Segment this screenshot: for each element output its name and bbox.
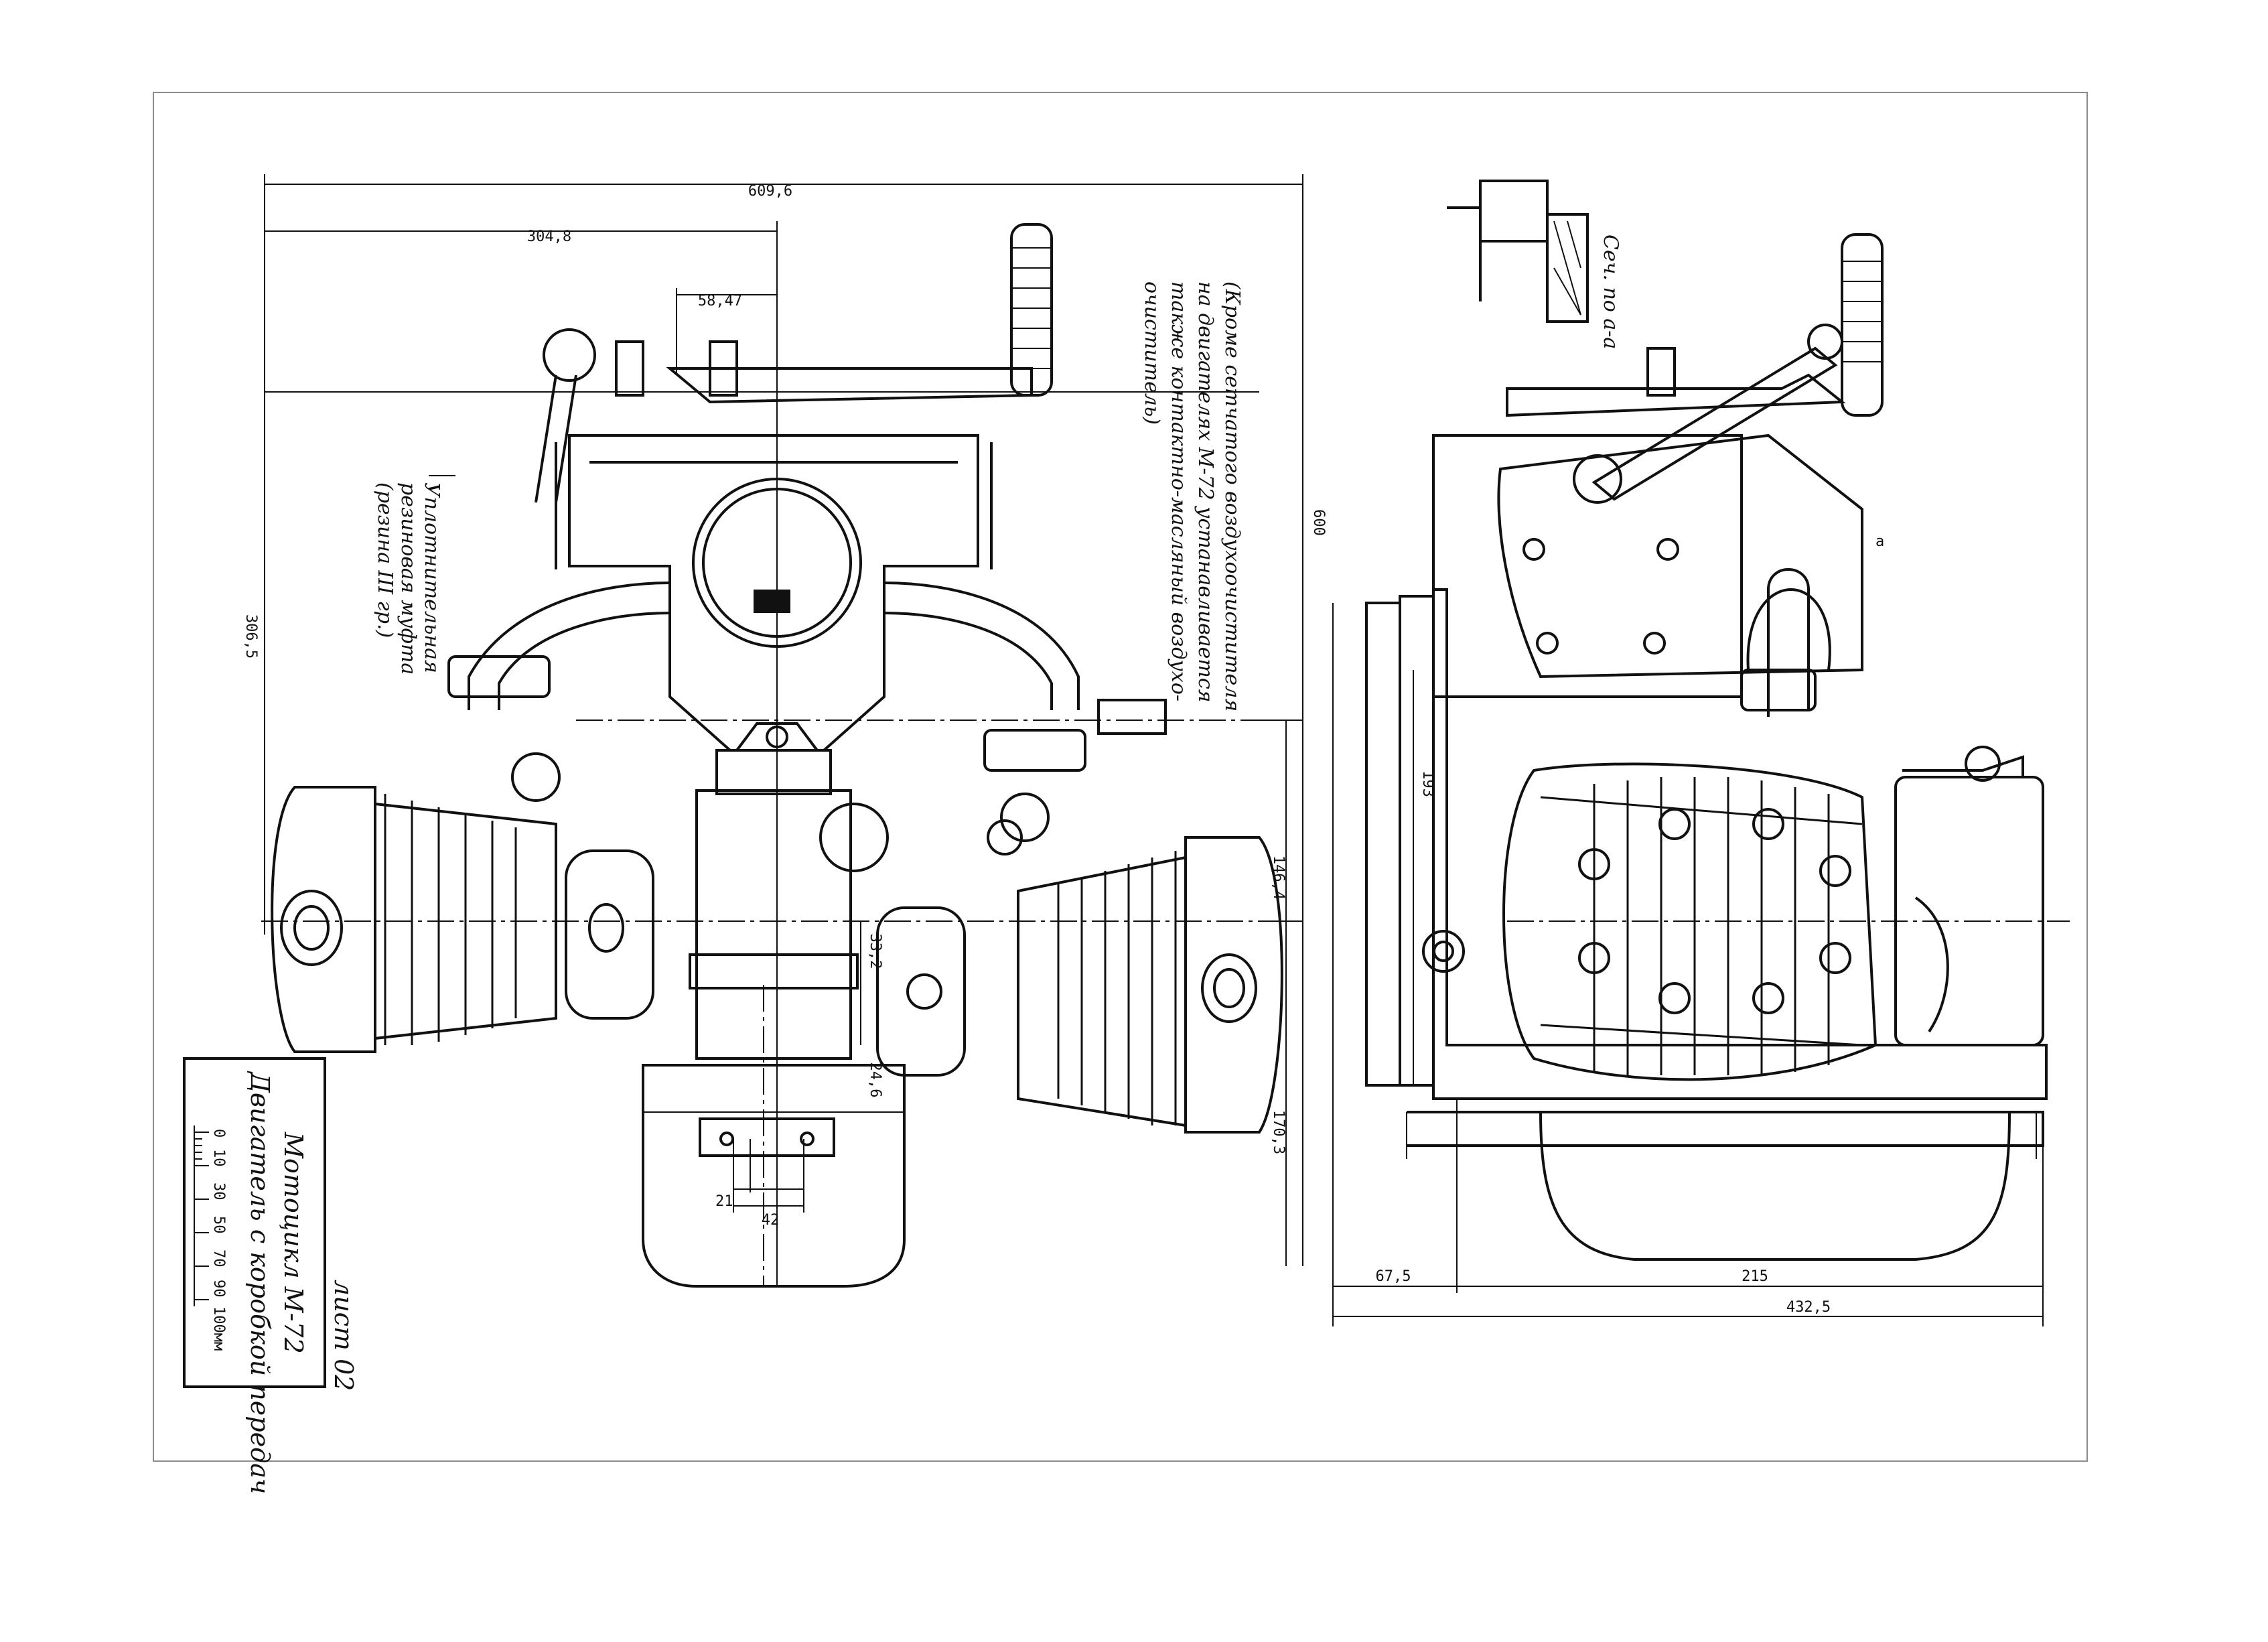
sheet-title-line1: Мотоцикл М-72 <box>279 1132 308 1354</box>
sheet-number: лист 02 <box>329 1280 358 1391</box>
dim-bottom-small: 21 <box>715 1193 733 1210</box>
dim-vertical-left: 306,5 <box>242 614 259 659</box>
note-air-filter: (Кроме сетчатого воздухоочистителя на дв… <box>1140 281 1244 711</box>
title-block-box <box>183 1057 326 1388</box>
dim-bottom-large: 42 <box>762 1212 780 1229</box>
scale-tick-6: 100мм <box>210 1306 227 1351</box>
dim-lower-right: 170,3 <box>1270 1110 1287 1154</box>
section-mark: а <box>1875 533 1884 550</box>
dim-small-a: 33,2 <box>867 934 883 969</box>
dim-side-vertical: 193 <box>1419 770 1436 797</box>
sheet-title-line2: Двигатель с коробкой передач <box>245 1071 275 1494</box>
svg-text:Уплотнительная: Уплотнительная <box>420 482 443 673</box>
scale-tick-1: 10 <box>210 1149 227 1167</box>
dim-total-height: 600 <box>1310 509 1327 536</box>
scale-tick-0: 0 <box>210 1129 227 1138</box>
dim-offset: 58,47 <box>698 293 742 310</box>
drawing-frame <box>153 92 2088 1462</box>
front-view: 609,6 304,8 58,47 600 306,5 146,4 170,3 … <box>242 174 1327 1288</box>
title-block: лист 02 Мотоцикл М-72 Двигатель с коробк… <box>183 1057 358 1494</box>
dim-overall-width: 609,6 <box>748 183 792 200</box>
scale-tick-5: 90 <box>210 1280 227 1298</box>
svg-text:также контактно-масляный возду: также контактно-масляный воздухо- <box>1167 281 1190 701</box>
scale-tick-4: 70 <box>210 1249 227 1268</box>
dim-half-width: 304,8 <box>527 228 571 245</box>
dim-upper-right: 146,4 <box>1270 856 1287 900</box>
dim-bottom-mid: 215 <box>1742 1268 1768 1285</box>
section-label: Сеч. по а-а <box>1599 234 1622 349</box>
note-adjusting: Уплотнительная резиновая муфта (резина I… <box>373 475 455 675</box>
dim-bottom-left: 67,5 <box>1376 1268 1411 1285</box>
dim-bottom-total: 432,5 <box>1786 1299 1831 1316</box>
svg-text:(Кроме сетчатого воздухоочисти: (Кроме сетчатого воздухоочистителя <box>1220 281 1244 711</box>
svg-text:резиновая муфта: резиновая муфта <box>397 482 420 675</box>
side-view: Сеч. по а-а а <box>1332 180 2070 1326</box>
scale-tick-2: 30 <box>210 1182 227 1201</box>
svg-text:на двигателях М-72 устанавлива: на двигателях М-72 устанавливается <box>1194 281 1217 703</box>
svg-text:очиститель): очиститель) <box>1140 281 1163 425</box>
scale-tick-3: 50 <box>210 1216 227 1234</box>
svg-text:(резина III гр.): (резина III гр.) <box>373 482 397 638</box>
dim-small-b: 24,6 <box>867 1063 883 1098</box>
